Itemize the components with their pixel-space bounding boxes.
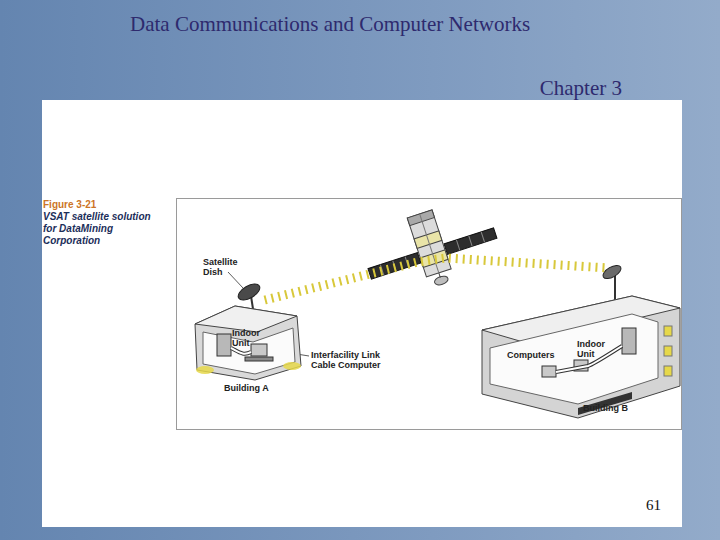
satellite-link — [265, 258, 609, 300]
page-number: 61 — [646, 497, 661, 514]
computer-monitor — [251, 344, 267, 356]
window — [664, 346, 672, 356]
part-label: Interfacility Link Cable Computer — [311, 350, 399, 370]
base-band — [578, 392, 632, 415]
building-wall — [482, 296, 680, 418]
panel-line — [456, 240, 459, 250]
desk — [245, 357, 273, 361]
leader-line — [228, 272, 243, 288]
window — [664, 326, 672, 336]
satellite-antenna — [433, 275, 449, 287]
panel-line — [481, 232, 484, 242]
figure-caption: VSAT satellite solution for DataMining C… — [43, 211, 159, 247]
part-label: Satellite Dish — [203, 257, 249, 277]
figure-frame — [177, 199, 682, 430]
building-wall — [195, 306, 301, 380]
slide-title: Data Communications and Computer Network… — [130, 12, 530, 37]
light — [196, 366, 214, 374]
panel-line — [405, 257, 408, 267]
solar-panel — [368, 253, 421, 280]
chapter-number: Chapter 3 — [480, 76, 622, 100]
satellite — [357, 194, 505, 305]
satellite-dish — [601, 263, 623, 282]
cable-outline — [231, 348, 251, 354]
indoor-unit — [217, 334, 231, 356]
panel-line — [380, 265, 383, 275]
indoor-unit — [622, 328, 636, 354]
part-label: Computers — [507, 350, 555, 360]
panel-line — [393, 261, 396, 271]
part-label: Indoor Unit — [577, 339, 613, 359]
building-label: Building B — [583, 403, 628, 413]
light — [283, 362, 301, 370]
building-label: Building A — [224, 383, 269, 393]
cutaway-interior — [203, 328, 295, 374]
computer-monitor — [542, 366, 556, 377]
cable — [231, 348, 251, 354]
window — [664, 366, 672, 376]
body-line — [420, 214, 439, 273]
panel-line — [469, 236, 472, 246]
figure-number: Figure 3-21 — [43, 199, 96, 210]
antenna-mount — [439, 273, 441, 278]
satellite-body — [407, 210, 451, 277]
solar-panel — [444, 228, 497, 255]
part-label: Indoor Unit — [232, 328, 268, 348]
cutaway-interior — [490, 314, 658, 404]
dish-pole — [614, 274, 616, 300]
